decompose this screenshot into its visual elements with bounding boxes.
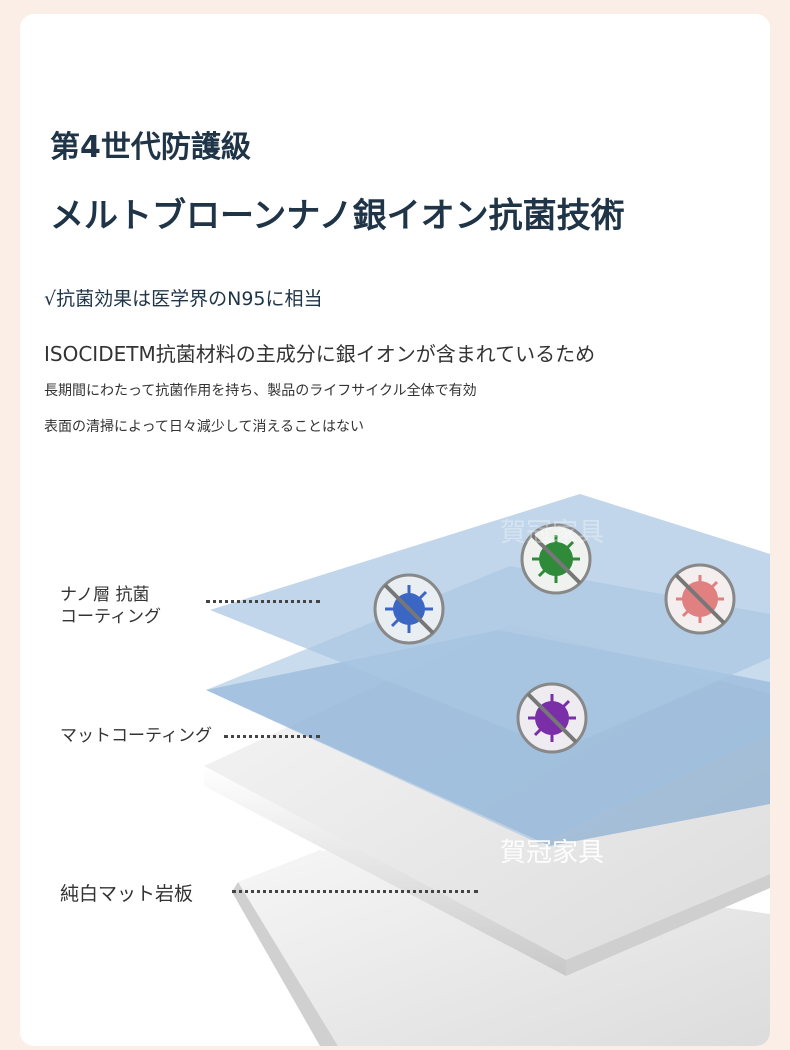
white-slab-leader [232,890,478,893]
heading-line-1: 第4世代防護級 [50,130,251,165]
matte-coating-label: マットコーティング [60,726,212,746]
nano-layer-label-line1: ナノ層 抗菌 [60,585,150,605]
watermark-faint: 賀冠家具 [500,518,605,548]
description: ISOCIDETM抗菌材料の主成分に銀イオンが含まれているため [44,342,596,366]
nano-layer-top [210,494,770,750]
heading-line-2: メルトブローンナノ銀イオン抗菌技術 [50,196,625,236]
white-slab-label: 純白マット岩板 [60,883,194,905]
detail-line-2: 表面の清掃によって日々減少して消えることはない [44,419,365,435]
layer-illustration [204,494,770,1046]
product-card: 第4世代防護級 メルトブローンナノ銀イオン抗菌技術 √抗菌効果は医学界のN95に… [20,14,770,1046]
matte-coating-leader [224,735,320,738]
virus-blue-icon [373,573,445,645]
virus-green-icon [520,523,592,595]
virus-red-icon [664,563,736,635]
watermark: 賀冠家具 [500,838,605,868]
nano-layer-leader [206,600,320,603]
nano-layer-label-line2: コーティング [60,607,161,627]
detail-line-1: 長期間にわたって抗菌作用を持ち、製品のライフサイクル全体で有効 [44,383,477,399]
subheading: √抗菌効果は医学界のN95に相当 [44,288,323,310]
virus-purple-icon [516,682,588,754]
nano-layer-label: ナノ層 抗菌 コーティング [60,584,161,628]
